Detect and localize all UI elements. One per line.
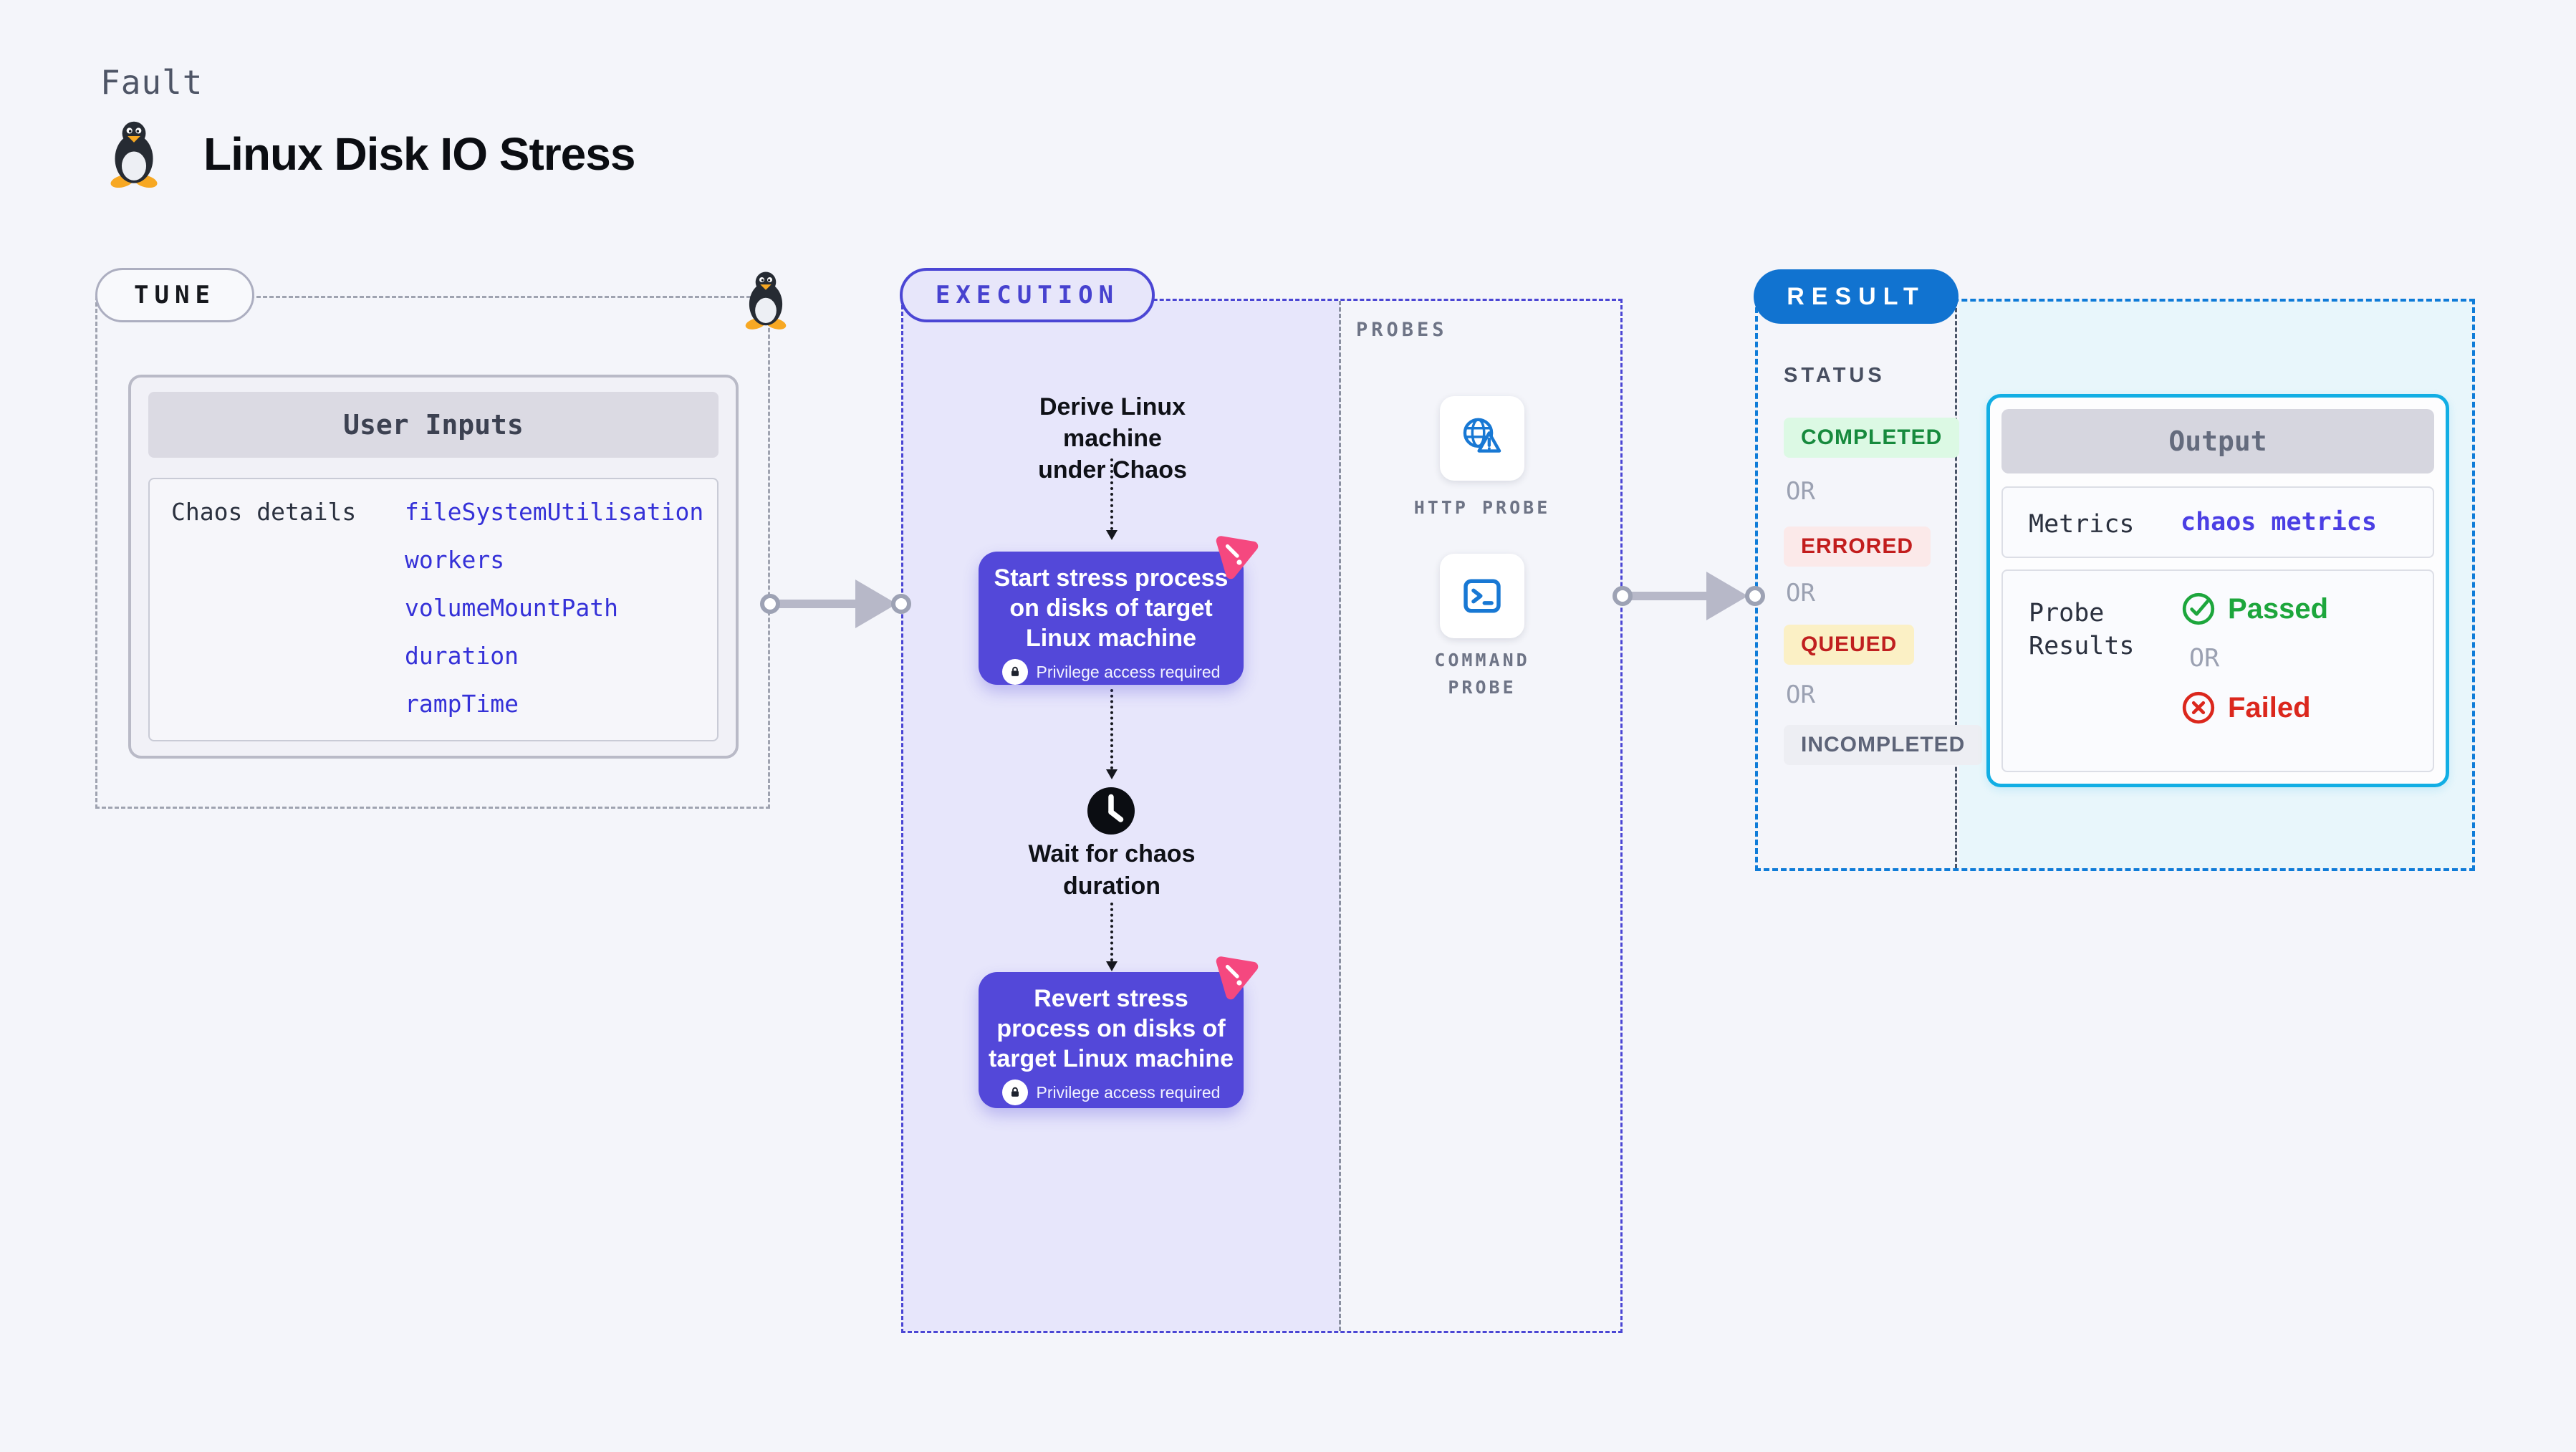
arrow-execution-to-result: [1630, 592, 1708, 600]
check-circle-icon: [2182, 592, 2215, 625]
wait-step-text: Wait for chaos duration: [1028, 840, 1196, 900]
tune-section-label: TUNE: [95, 268, 254, 322]
probe-results-label: Probe Results: [2029, 599, 2135, 660]
http-probe-card: [1440, 396, 1524, 481]
output-title: Output: [2001, 409, 2434, 473]
connector-dot: [1613, 586, 1633, 606]
chaos-details-values: fileSystemUtilisation workers volumeMoun…: [405, 498, 703, 738]
input-value: volumeMountPath: [405, 594, 619, 622]
input-value: duration: [405, 642, 519, 670]
or-separator: OR: [1786, 579, 1815, 607]
result-section-label: RESULT: [1754, 269, 1959, 324]
x-circle-icon: [2182, 691, 2215, 724]
input-value: rampTime: [405, 690, 519, 718]
probes-divider: [1339, 301, 1341, 1331]
or-separator: OR: [1786, 477, 1815, 506]
arrow-head: [855, 580, 897, 628]
status-badge-queued: QUEUED: [1784, 625, 1915, 665]
command-probe-label: COMMAND PROBE: [1434, 650, 1530, 698]
lock-icon: [1001, 1080, 1028, 1105]
arrow-tune-to-execution: [778, 600, 858, 608]
user-inputs-card: User Inputs Chaos details fileSystemUtil…: [128, 375, 739, 759]
input-value: fileSystemUtilisation: [405, 498, 704, 526]
globe-alert-icon: [1463, 418, 1501, 453]
lock-icon: [1001, 659, 1028, 685]
input-value: workers: [405, 546, 505, 574]
user-inputs-title: User Inputs: [148, 392, 719, 458]
start-stress-node: Start stress process on disks of target …: [979, 552, 1244, 685]
command-probe-card: [1440, 554, 1524, 638]
connector-dot: [1745, 586, 1765, 606]
user-inputs-table: Chaos details fileSystemUtilisation work…: [148, 478, 719, 741]
flow-connector: [1106, 689, 1118, 779]
metrics-value: chaos metrics: [2181, 508, 2377, 537]
flow-connector: [1106, 903, 1118, 971]
status-heading: STATUS: [1784, 364, 1885, 387]
or-separator: OR: [2189, 644, 2220, 673]
clock-icon: [1087, 787, 1135, 835]
terminal-icon: [1464, 579, 1501, 613]
probe-results-values: Passed OR Failed: [2181, 591, 2328, 726]
metrics-label: Metrics: [2029, 510, 2135, 539]
connector-dot: [760, 594, 780, 614]
fault-kicker: Fault: [100, 63, 203, 102]
result-divider: [1955, 302, 1957, 868]
probes-heading: PROBES: [1356, 319, 1448, 341]
tux-penguin-icon-small: [745, 271, 787, 330]
status-badge-completed: COMPLETED: [1784, 418, 1960, 458]
metrics-row: Metrics chaos metrics: [2001, 486, 2434, 558]
privilege-note: Privilege access required: [979, 1080, 1244, 1105]
http-probe-label: HTTP PROBE: [1413, 497, 1551, 518]
chaos-icon: [1216, 536, 1259, 580]
tune-section-box: [95, 296, 770, 809]
connector-dot: [891, 594, 911, 614]
output-card: Output Metrics chaos metrics Probe Resul…: [1986, 394, 2449, 787]
status-badge-errored: ERRORED: [1784, 527, 1931, 567]
chaos-icon: [1216, 956, 1259, 1000]
probe-results-row: Probe Results Passed OR Fai: [2001, 569, 2434, 772]
execution-section-label: EXECUTION: [900, 268, 1155, 322]
chaos-details-label: Chaos details: [171, 498, 357, 526]
passed-result: Passed: [2181, 591, 2328, 627]
status-badge-incompleted: INCOMPLETED: [1784, 725, 1983, 765]
tux-penguin-icon: [110, 121, 158, 188]
privilege-note: Privilege access required: [979, 659, 1244, 685]
or-separator: OR: [1786, 681, 1815, 709]
flow-connector: [1106, 458, 1118, 540]
arrow-head: [1706, 572, 1748, 620]
revert-stress-node: Revert stress process on disks of target…: [979, 972, 1244, 1108]
failed-result: Failed: [2181, 690, 2328, 726]
page-title: Linux Disk IO Stress: [203, 128, 635, 180]
